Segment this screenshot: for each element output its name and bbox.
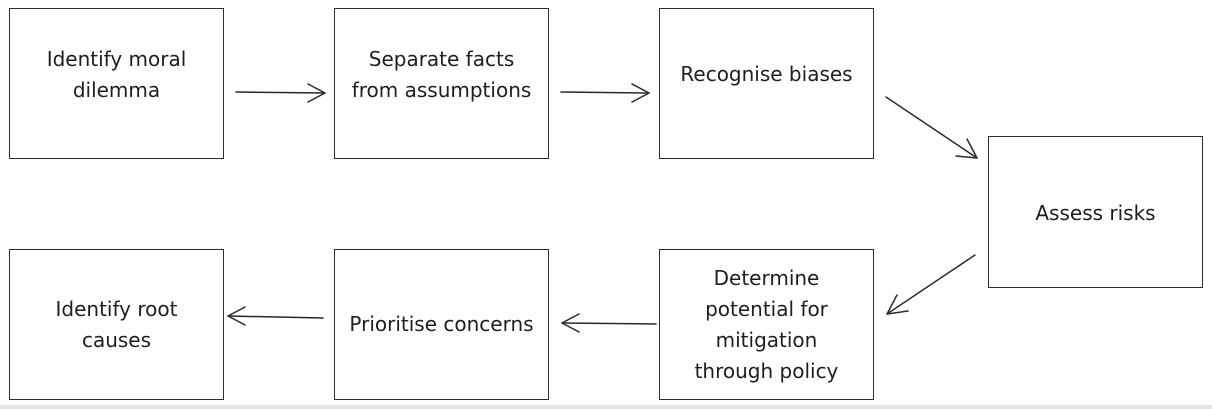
- arrow-edge-6: [227, 306, 324, 326]
- arrow-edge-4: [886, 254, 976, 315]
- arrow-edge-3: [885, 96, 978, 159]
- node-identify-moral-dilemma[interactable]: Identify moral dilemma: [9, 8, 224, 159]
- node-identify-root-causes[interactable]: Identify root causes: [9, 249, 224, 400]
- node-label: Identify root causes: [55, 296, 178, 352]
- bottom-edge: [0, 405, 1212, 409]
- node-recognise-biases[interactable]: Recognise biases: [659, 8, 874, 159]
- arrow-edge-5: [561, 313, 657, 333]
- node-assess-risks[interactable]: Assess risks: [988, 136, 1203, 288]
- node-label: Identify moral dilemma: [46, 46, 187, 102]
- arrow-edge-1: [235, 83, 326, 103]
- node-label: Prioritise concerns: [349, 312, 534, 336]
- node-label: Assess risks: [1035, 200, 1156, 225]
- node-label: Determine potential for mitigation throu…: [694, 265, 839, 383]
- arrow-edge-2: [560, 83, 650, 103]
- node-determine-potential[interactable]: Determine potential for mitigation throu…: [659, 249, 874, 400]
- node-label: Separate facts from assumptions: [351, 46, 532, 102]
- node-label: Recognise biases: [680, 62, 853, 86]
- node-prioritise-concerns[interactable]: Prioritise concerns: [334, 249, 549, 400]
- node-separate-facts[interactable]: Separate facts from assumptions: [334, 8, 549, 159]
